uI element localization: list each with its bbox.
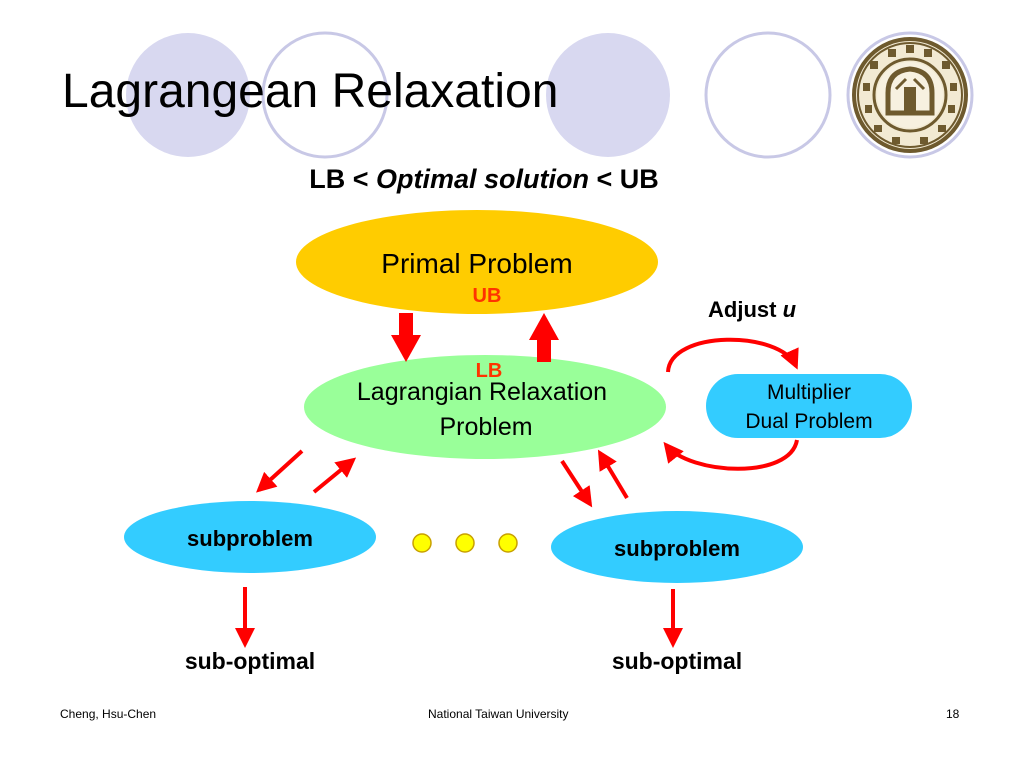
lb-label: LB (476, 360, 503, 382)
relaxation-label-line2: Problem (439, 413, 532, 441)
suboptimal-right-label: sub-optimal (612, 648, 742, 674)
subproblem-right-node (551, 511, 803, 583)
ub-label: UB (473, 285, 502, 307)
slide-title: Lagrangean Relaxation (62, 65, 559, 118)
suboptimal-left-label: sub-optimal (185, 648, 315, 674)
primal-problem-label: Primal Problem (381, 248, 572, 279)
relaxation-label-line1: Lagrangian Relaxation (357, 378, 607, 406)
footer-page-number: 18 (946, 707, 960, 721)
ellipsis-dots (412, 533, 518, 553)
subproblem-left-node (124, 501, 376, 573)
decorative-circles (126, 31, 832, 159)
subproblem-right-label: subproblem (614, 536, 740, 561)
subproblem-left-label: subproblem (187, 526, 313, 551)
footer-institution: National Taiwan University (428, 707, 569, 721)
adjust-u-label: Adjust u (708, 297, 797, 322)
arrow-from-right-subproblem (597, 449, 629, 500)
arrow-to-left-subproblem (256, 449, 304, 493)
decor-circle (546, 33, 670, 157)
decor-circle (261, 31, 389, 159)
multiplier-label-line2: Dual Problem (745, 410, 872, 433)
down-arrow (391, 313, 421, 362)
university-seal-logo (846, 31, 974, 159)
multiplier-dual-node (706, 374, 912, 438)
curved-arrow-top (666, 337, 799, 373)
relaxation-problem-node (304, 355, 666, 459)
subtitle: LB < Optimal solution < UB (309, 164, 659, 194)
decor-circle (704, 31, 832, 159)
decor-circle (126, 33, 250, 157)
curved-arrow-bottom (663, 439, 799, 471)
arrow-to-right-subproblem (560, 459, 593, 508)
up-arrow (529, 313, 559, 362)
arrow-from-left-subproblem (312, 457, 357, 494)
primal-problem-node (296, 210, 658, 314)
footer-author: Cheng, Hsu-Chen (60, 707, 157, 721)
multiplier-label-line1: Multiplier (767, 381, 851, 404)
